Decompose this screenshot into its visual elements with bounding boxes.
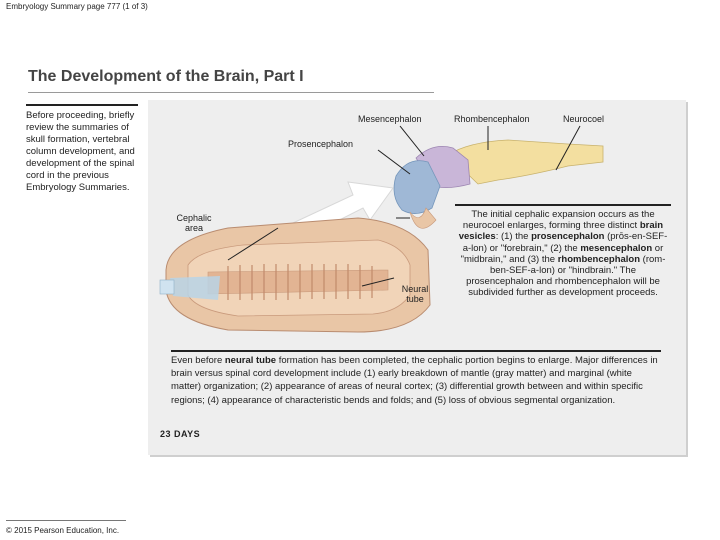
label-mesencephalon: Mesencephalon [358,114,422,124]
vesicle-caption: The initial cephalic expansion occurs as… [455,204,671,299]
intro-text: Before proceeding, briefly review the su… [26,104,138,194]
term-prosencephalon: prosencephalon [531,231,605,243]
label-rhombencephalon: Rhombencephalon [454,114,530,124]
caption-rule [455,204,671,206]
label-neurocoel: Neurocoel [563,114,605,124]
term-rhombencephalon: rhombencephalon [557,253,641,265]
neurocoel-stalk [409,207,437,229]
embryo-body [159,217,431,333]
term-mesencephalon: mesencephalon [580,242,653,254]
summary-text: Even before neural tube formation has be… [171,350,661,407]
prosencephalon-region [393,160,441,214]
label-neural-tube: Neural tube [401,284,429,304]
page-header: Embryology Summary page 777 (1 of 3) [6,2,148,11]
term-brain-vesicles: brain vesicles [458,220,664,243]
rhombencephalon-region [447,139,604,185]
days-label: 23 DAYS [160,429,201,439]
summary-rule [171,350,661,352]
copyright: © 2015 Pearson Education, Inc. [6,526,120,535]
label-cephalic-area: Cephalic area [176,213,212,233]
embryo-illustration [159,125,604,333]
page-title: The Development of the Brain, Part I [28,68,304,85]
brain-vesicles [393,139,604,229]
term-neural-tube: neural tube [224,355,277,366]
footer-divider [6,520,126,521]
label-prosencephalon: Prosencephalon [288,139,354,149]
title-divider [28,92,434,93]
